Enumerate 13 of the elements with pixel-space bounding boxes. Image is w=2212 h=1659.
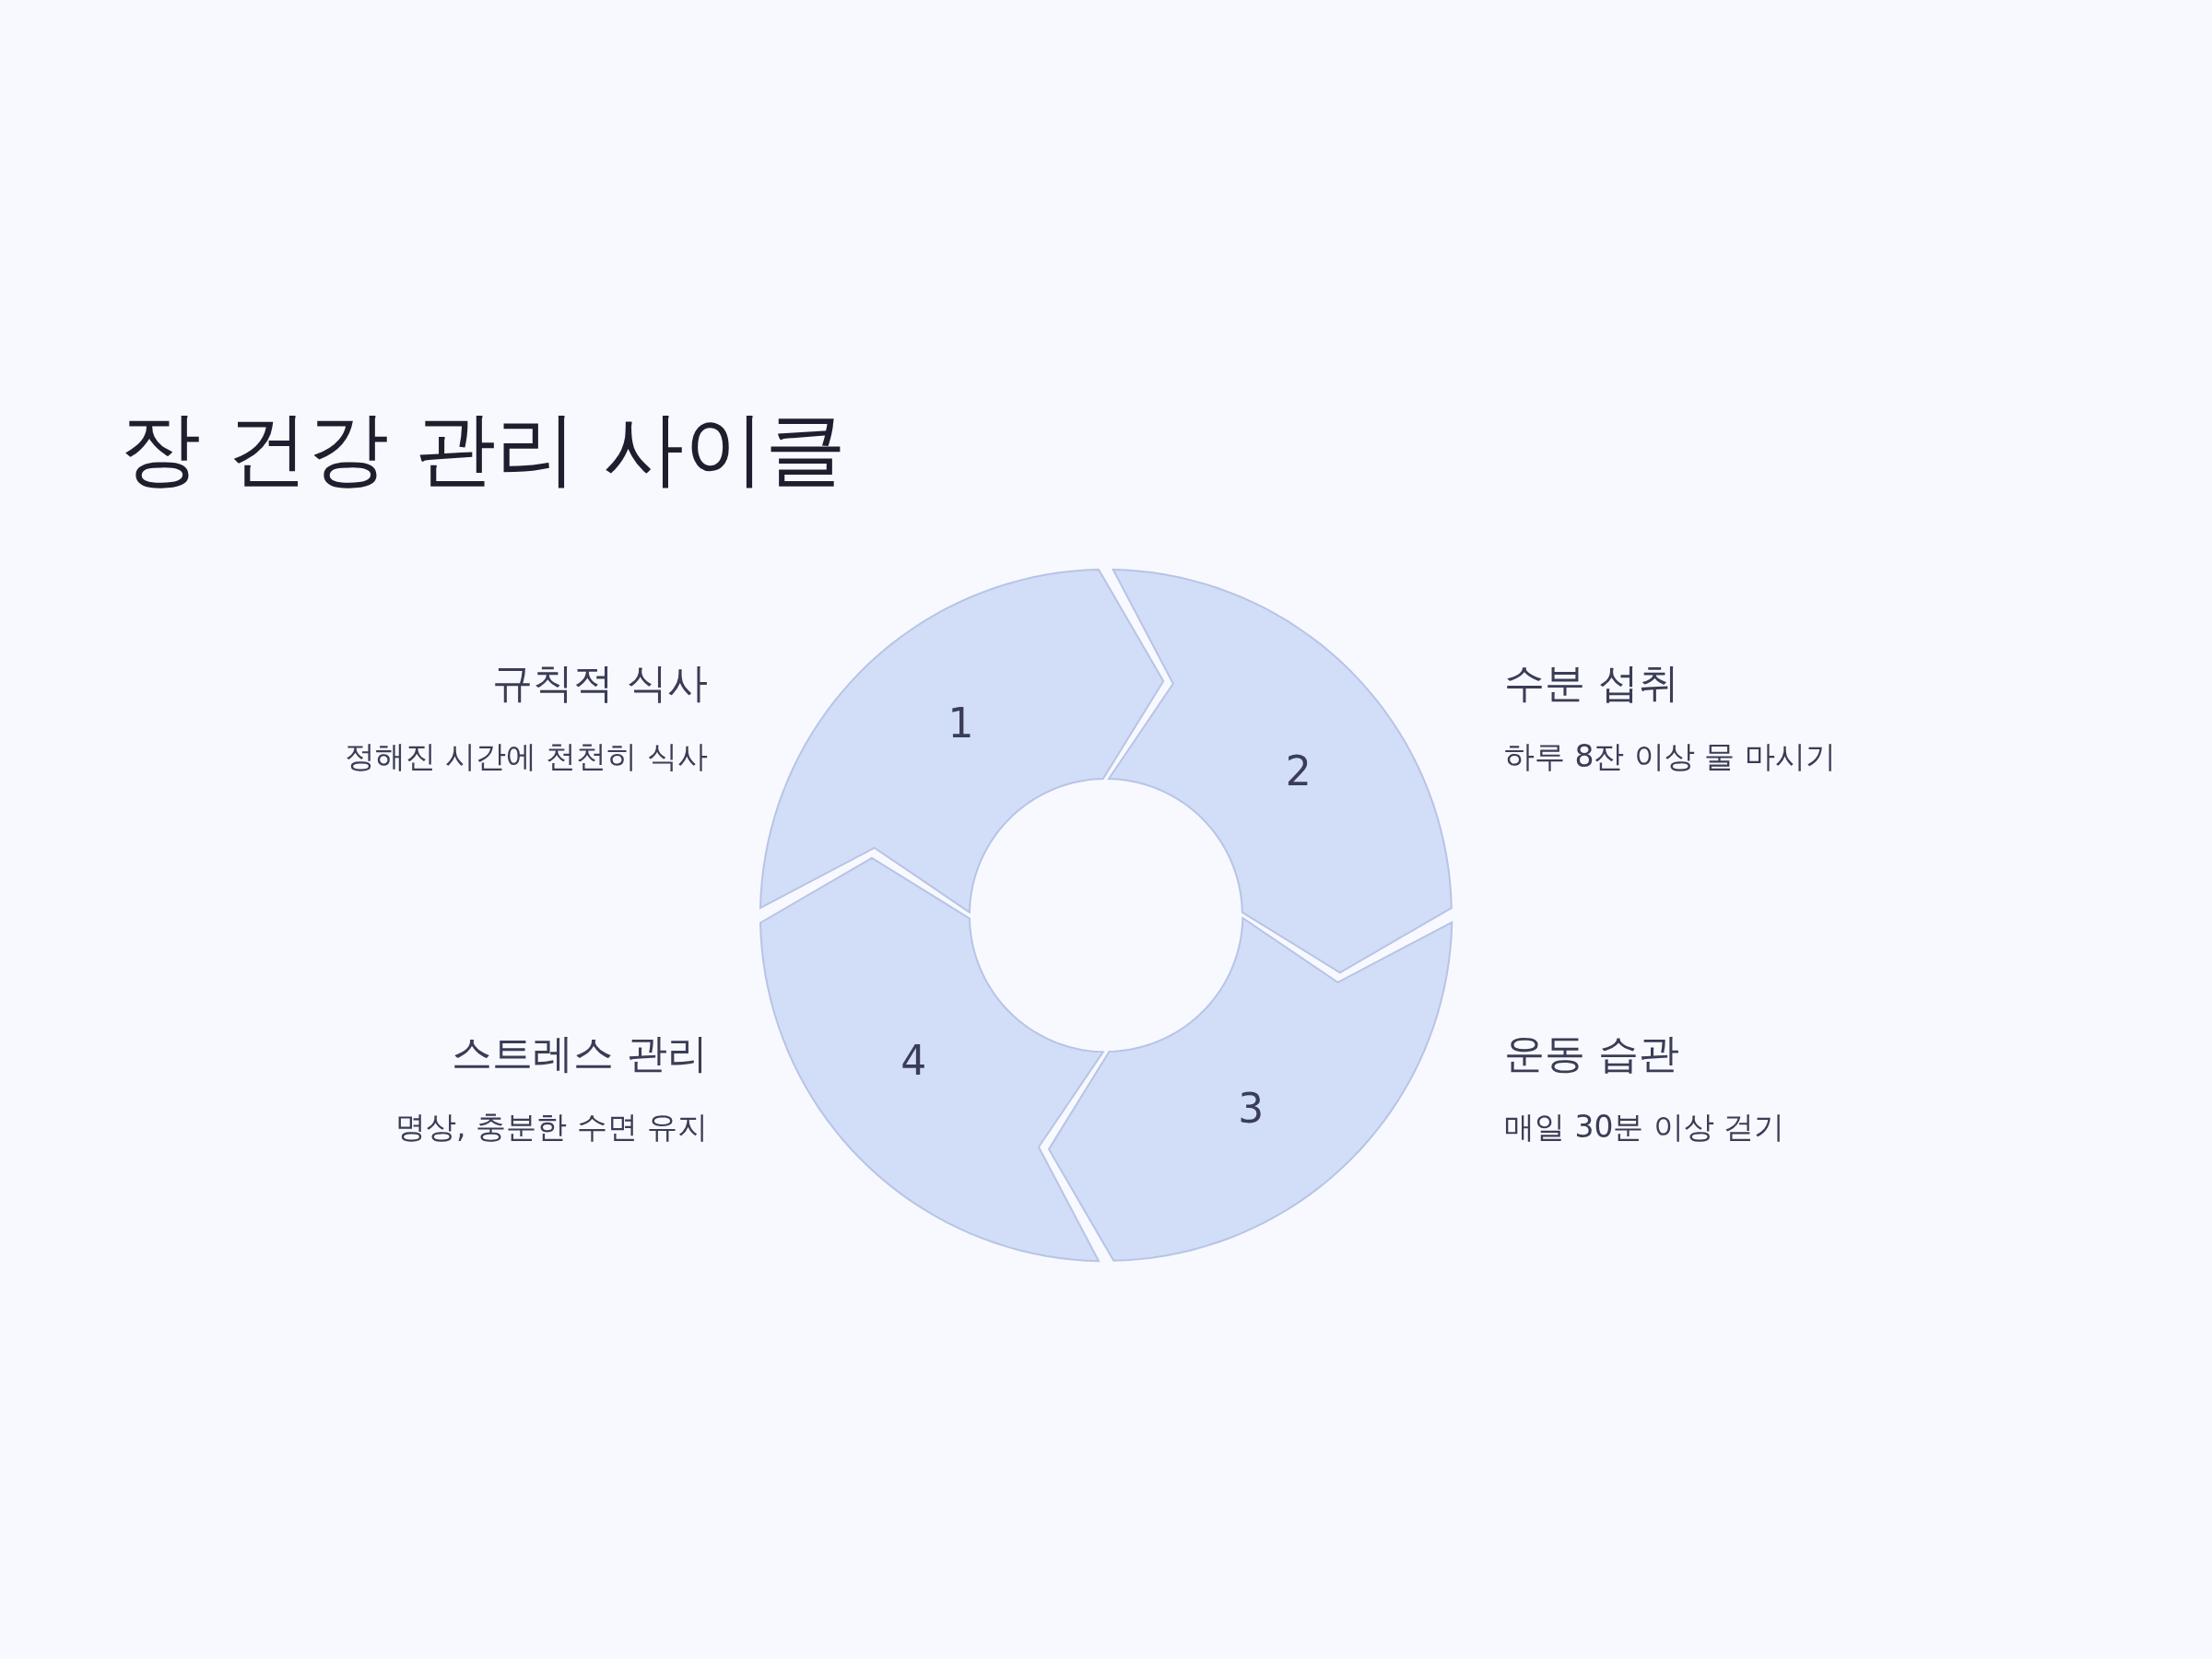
step-heading: 운동 습관	[1504, 1029, 1679, 1078]
step-heading: 스트레스 관리	[452, 1029, 708, 1078]
step-number: 3	[1238, 1084, 1265, 1132]
step-heading: 수분 섭취	[1504, 658, 1679, 708]
step-description: 하루 8잔 이상 물 마시기	[1504, 737, 1836, 776]
step-number: 4	[900, 1036, 927, 1084]
step-description: 명상, 충분한 수면 유지	[395, 1108, 708, 1147]
step-number: 1	[947, 699, 974, 747]
step-description: 정해진 시간에 천천히 식사	[344, 737, 708, 776]
step-description: 매일 30분 이상 걷기	[1504, 1108, 1785, 1147]
diagram-title: 장 건강 관리 사이클	[120, 400, 846, 498]
step-heading: 규칙적 식사	[492, 658, 708, 708]
step-number: 2	[1285, 747, 1312, 794]
